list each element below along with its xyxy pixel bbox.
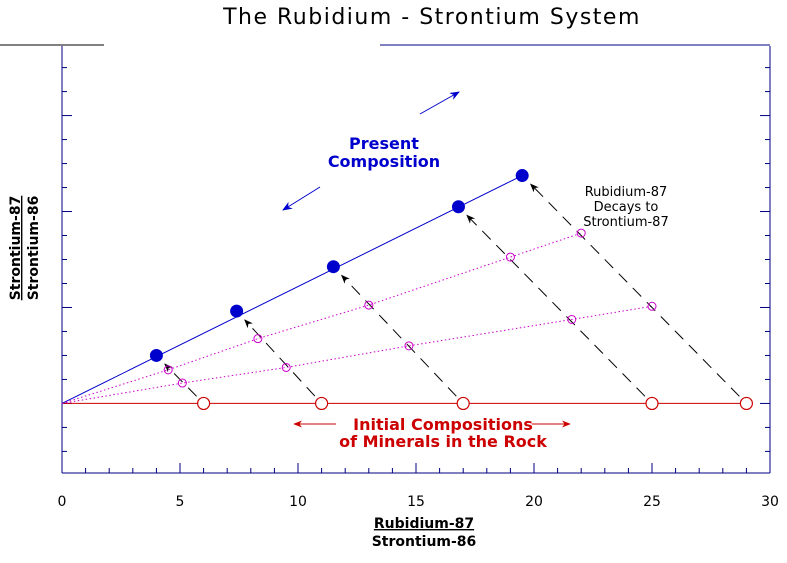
y-axis-label-denominator: Strontium-86: [26, 196, 42, 301]
decay-arrow: [341, 274, 457, 397]
intermediate-point: [505, 252, 515, 262]
present-point: [451, 200, 465, 214]
x-tick-label: 25: [643, 494, 661, 510]
decay-annotation-line3: Strontium-87: [583, 215, 668, 230]
present-annotation-line1: Present: [349, 134, 419, 153]
present-point: [326, 260, 340, 274]
decay-arrow: [164, 363, 197, 397]
x-tick-label: 5: [176, 494, 185, 510]
present-composition-line: [61, 175, 523, 404]
present-point: [515, 169, 529, 183]
intermediate-point: [647, 301, 657, 311]
series-layer: [61, 175, 747, 404]
intermediate-point: [567, 314, 577, 324]
intermediate-isochron-line-2: [61, 232, 582, 404]
y-axis-label-numerator: Strontium-87: [8, 196, 24, 301]
initial-point: [197, 396, 211, 411]
initial-point: [315, 396, 329, 411]
intermediate-point: [404, 341, 414, 351]
x-axis-label-numerator: Rubidium-87: [374, 516, 474, 532]
decay-arrows: [164, 183, 740, 397]
initial-annotation-line2: of Minerals in the Rock: [339, 432, 547, 451]
initial-point: [739, 396, 754, 411]
x-tick-label: 20: [525, 494, 543, 510]
intermediate-point: [576, 228, 586, 238]
initial-point: [456, 396, 470, 411]
x-tick-label: 30: [761, 494, 779, 510]
present-point: [149, 348, 163, 362]
intermediate-point: [177, 378, 187, 388]
initial-annotation-line1: Initial Compositions: [353, 415, 533, 434]
present-point: [230, 304, 244, 318]
decay-arrow: [529, 183, 740, 397]
intermediate-point: [364, 300, 374, 310]
decay-arrow: [466, 214, 646, 397]
decay-arrow: [244, 319, 316, 397]
intermediate-isochron-line-1: [61, 305, 653, 404]
x-axis-label-denominator: Strontium-86: [372, 534, 477, 550]
chart-title: The Rubidium - Strontium System: [222, 5, 641, 30]
axes: 0 5 10 15 20 25 30: [58, 46, 779, 510]
present-annotation-line2: Composition: [328, 152, 440, 171]
decay-annotation-line1: Rubidium-87: [585, 185, 668, 200]
markers: [149, 169, 754, 411]
intermediate-point: [163, 365, 173, 375]
x-tick-label: 0: [58, 494, 67, 510]
present-arrow-down: [282, 186, 321, 211]
intermediate-point: [253, 334, 263, 344]
x-tick-label: 15: [407, 494, 425, 510]
intermediate-point: [281, 362, 291, 372]
decay-annotation-line2: Decays to: [594, 200, 659, 215]
initial-point: [645, 396, 659, 411]
present-arrow-up: [419, 91, 460, 115]
x-tick-label: 10: [289, 494, 307, 510]
